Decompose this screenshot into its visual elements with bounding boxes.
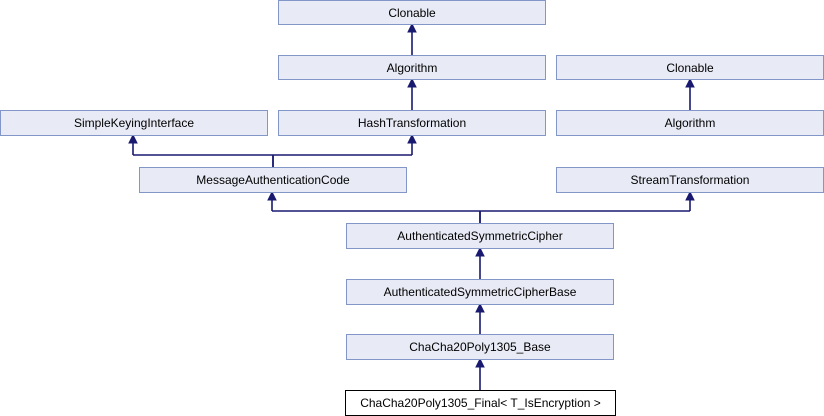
- class-node-simplekeying[interactable]: SimpleKeyingInterface: [0, 110, 268, 136]
- class-node-hashtransform[interactable]: HashTransformation: [278, 110, 546, 136]
- inheritance-arrowhead: [407, 22, 417, 33]
- class-node-ascbase[interactable]: AuthenticatedSymmetricCipherBase: [346, 279, 614, 305]
- class-node-ccp_final: ChaCha20Poly1305_Final< T_IsEncryption >: [345, 390, 616, 416]
- class-node-label: ChaCha20Poly1305_Base: [409, 340, 551, 354]
- inheritance-arrowhead: [128, 133, 138, 144]
- class-node-label: AuthenticatedSymmetricCipher: [397, 229, 563, 243]
- class-node-label: Algorithm: [664, 116, 716, 130]
- class-node-asc[interactable]: AuthenticatedSymmetricCipher: [346, 223, 614, 249]
- inheritance-arrowhead: [685, 77, 695, 88]
- inheritance-arrowhead: [407, 133, 417, 144]
- class-node-ccp_base[interactable]: ChaCha20Poly1305_Base: [346, 334, 614, 360]
- inheritance-arrowhead: [475, 246, 485, 257]
- class-node-mac[interactable]: MessageAuthenticationCode: [139, 167, 407, 193]
- inheritance-arrowhead: [475, 302, 485, 313]
- class-node-label: MessageAuthenticationCode: [196, 173, 350, 187]
- inheritance-arrowhead: [475, 357, 485, 368]
- class-node-label: StreamTransformation: [630, 173, 750, 187]
- class-node-label: Clonable: [388, 5, 436, 20]
- inheritance-arrowhead: [407, 77, 417, 88]
- class-node-algorithm_mid[interactable]: Algorithm: [278, 55, 546, 80]
- class-node-label: SimpleKeyingInterface: [73, 116, 195, 130]
- class-node-label: Algorithm: [386, 60, 438, 75]
- class-node-streamtrans[interactable]: StreamTransformation: [556, 167, 824, 193]
- class-node-label: Clonable: [666, 60, 714, 75]
- class-node-algorithm_r[interactable]: Algorithm: [556, 110, 824, 136]
- class-node-label: ChaCha20Poly1305_Final< T_IsEncryption >: [360, 396, 601, 410]
- inheritance-arrowhead: [685, 190, 695, 201]
- class-node-clonable_right[interactable]: Clonable: [556, 55, 824, 80]
- class-node-label: HashTransformation: [357, 116, 467, 130]
- class-node-clonable_top[interactable]: Clonable: [278, 0, 546, 25]
- class-node-label: AuthenticatedSymmetricCipherBase: [383, 285, 577, 299]
- inheritance-arrowhead: [267, 190, 277, 201]
